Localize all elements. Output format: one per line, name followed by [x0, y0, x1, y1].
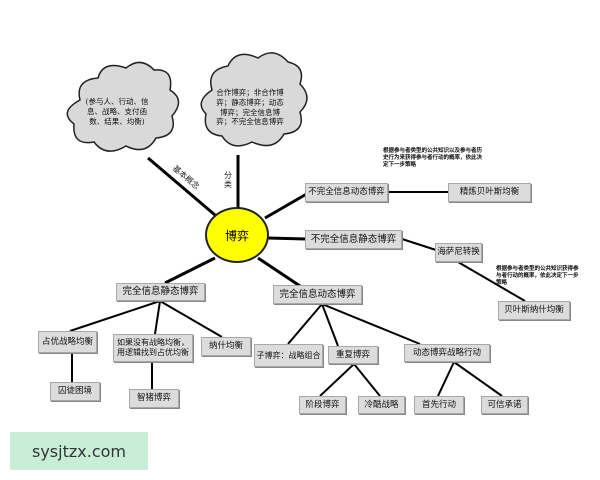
node-no-dominant[interactable]: 如果没有战略均衡，用逻辑找到占优均衡: [113, 334, 193, 362]
node-nash[interactable]: 纳什均衡: [201, 337, 251, 356]
label-categories: 分类: [224, 171, 232, 189]
node-refined-bayes[interactable]: 精炼贝叶斯均衡: [448, 183, 531, 202]
node-complete-static[interactable]: 完全信息静态博弈: [116, 283, 205, 301]
node-dominant[interactable]: 占优战略均衡: [38, 331, 97, 353]
node-pigs[interactable]: 智猪博弈: [129, 389, 179, 408]
node-grim[interactable]: 冷酷战略: [358, 396, 405, 414]
node-repeated[interactable]: 重复博弈: [328, 346, 378, 364]
cloud-concepts: (参与人、行动、信息、战略、支付函数、结果、均衡): [85, 97, 149, 126]
node-stage[interactable]: 阶段博弈: [299, 396, 346, 414]
watermark: sysjtzx.com: [10, 432, 148, 470]
node-harsanyi[interactable]: 海萨尼转换: [435, 243, 482, 262]
node-dyn-strategy[interactable]: 动态博弈战略行动: [404, 344, 490, 362]
cloud-categories: 合作博弈；非合作博弈；静态博弈；动态博弈；完全信息博弈；不完全信息博弈: [216, 88, 284, 127]
center-node[interactable]: 博弈: [205, 207, 269, 263]
node-commitment[interactable]: 可信承诺: [481, 396, 528, 414]
node-incomplete-dynamic[interactable]: 不完全信息动态博弈: [305, 183, 388, 202]
node-first-move[interactable]: 首先行动: [414, 396, 464, 414]
note-static: 根据参与者类型的公共知识获得参与者行动的概率，依此决定下一步策略: [496, 266, 579, 286]
node-complete-dynamic[interactable]: 完全信息动态博弈: [273, 285, 362, 304]
node-subgame[interactable]: 子博弈：战略组合: [254, 344, 323, 367]
node-prisoner[interactable]: 囚徒困境: [50, 382, 100, 401]
note-dynamic: 根据参与者类型的公共知识以及参与者历史行为来获得参与者行动的概率，依此决定下一步…: [383, 148, 483, 168]
node-bayes-nash[interactable]: 贝叶斯纳什均衡: [498, 301, 570, 320]
cloud-shapes: [66, 52, 308, 152]
node-incomplete-static[interactable]: 不完全信息静态博弈: [305, 230, 402, 249]
